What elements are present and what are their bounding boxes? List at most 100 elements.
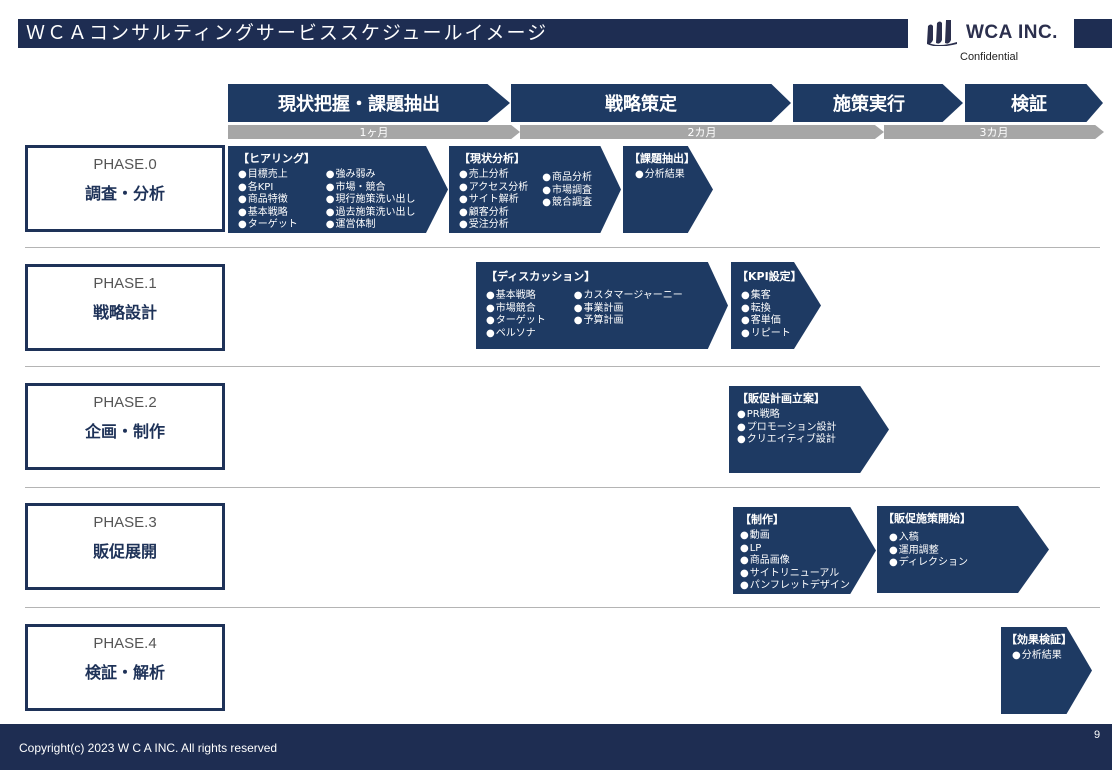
task-effect-verification: 【効果検証】 分析結果 [1001, 627, 1092, 714]
month-bar-1: 1ヶ月 [228, 125, 520, 139]
task-item: 基本戦略 [238, 207, 298, 220]
task-item: サイト解析 [459, 194, 528, 207]
task-items: 分析結果 [629, 169, 713, 182]
stage-execution: 施策実行 [793, 84, 963, 122]
task-item: 集客 [741, 290, 821, 303]
task-item: ペルソナ [486, 328, 546, 341]
task-title: 【効果検証】 [1006, 633, 1072, 646]
phase-2-box: PHASE.2 企画・制作 [25, 383, 225, 470]
task-hearing: 【ヒアリング】 目標売上各KPI商品特徴基本戦略ターゲット 強み弱み市場・競合現… [228, 146, 448, 233]
phase-4-box: PHASE.4 検証・解析 [25, 624, 225, 711]
task-item: 市場競合 [486, 303, 546, 316]
task-title: 【制作】 [740, 513, 784, 526]
task-item: ディレクション [889, 557, 1049, 570]
task-item: LP [740, 543, 876, 556]
task-kpi-setting: 【KPI設定】 集客転換客単価リピート [731, 262, 821, 349]
task-items: 動画LP商品画像サイトリニューアルパンフレットデザイン [740, 530, 876, 593]
task-item: プロモーション設計 [737, 422, 889, 435]
task-item: 商品分析 [542, 172, 592, 185]
task-item: 事業計画 [574, 303, 683, 316]
task-item: 競合調査 [542, 197, 592, 210]
task-title: 【販促施策開始】 [883, 512, 971, 525]
row-divider [25, 487, 1100, 488]
stage-label: 施策実行 [833, 94, 905, 115]
phase-name: 戦略設計 [92, 303, 157, 322]
task-item: 各KPI [238, 182, 298, 195]
task-item: 予算計画 [574, 315, 683, 328]
phase-number: PHASE.2 [93, 394, 157, 411]
row-divider [25, 607, 1100, 608]
phase-name: 調査・分析 [84, 184, 165, 203]
task-items: 分析結果 [1006, 650, 1092, 663]
phase-number: PHASE.3 [93, 514, 157, 531]
task-item: 運用調整 [889, 545, 1049, 558]
task-discussion: 【ディスカッション】 基本戦略市場競合ターゲットペルソナ カスタマージャーニー事… [476, 262, 728, 349]
phase-number: PHASE.0 [93, 156, 157, 173]
task-item: 基本戦略 [486, 290, 546, 303]
task-items: 商品分析市場調査競合調査 [542, 172, 592, 232]
stage-label: 現状把握・課題抽出 [278, 94, 440, 115]
task-promo-start: 【販促施策開始】 入稿運用調整ディレクション [877, 506, 1049, 593]
task-item: 分析結果 [635, 169, 713, 182]
phase-name: 検証・解析 [84, 663, 165, 682]
phase-number: PHASE.4 [93, 635, 157, 652]
phase-1-box: PHASE.1 戦略設計 [25, 264, 225, 351]
stage-label: 戦略策定 [605, 94, 677, 115]
task-item: 動画 [740, 530, 876, 543]
task-item: 市場調査 [542, 185, 592, 198]
task-item: 入稿 [889, 532, 1049, 545]
task-items: 集客転換客単価リピート [737, 290, 821, 340]
task-items: 強み弱み市場・競合現行施策洗い出し過去施策洗い出し運営体制 [326, 169, 416, 232]
footer: Copyright(c) 2023 W C A INC. All rights … [0, 724, 1112, 770]
task-item: クリエイティブ設計 [737, 434, 889, 447]
phase-name: 販促展開 [92, 542, 157, 561]
row-divider [25, 366, 1100, 367]
task-item: 分析結果 [1012, 650, 1092, 663]
logo-text: WCA INC. [966, 22, 1058, 43]
task-items: 入稿運用調整ディレクション [883, 532, 1049, 570]
task-item: 市場・競合 [326, 182, 416, 195]
phase-name: 企画・制作 [84, 422, 165, 441]
company-logo: WCA INC. [926, 18, 1066, 48]
task-item: 受注分析 [459, 219, 528, 232]
stage-label: 検証 [1011, 94, 1047, 115]
month-bar-3: 3カ月 [884, 125, 1104, 139]
task-title: 【現状分析】 [459, 152, 525, 165]
task-title: 【販促計画立案】 [737, 392, 825, 405]
month-label: 2カ月 [687, 126, 717, 139]
task-item: 転換 [741, 303, 821, 316]
phase-number: PHASE.1 [93, 275, 157, 292]
task-item: 客単価 [741, 315, 821, 328]
row-divider [25, 247, 1100, 248]
task-item: 運営体制 [326, 219, 416, 232]
stage-current-analysis: 現状把握・課題抽出 [228, 84, 510, 122]
header-accent-block [1074, 19, 1112, 48]
page-title: ＷＣＡコンサルティングサービススケジュールイメージ [18, 19, 908, 48]
task-promo-planning: 【販促計画立案】 PR戦略プロモーション設計クリエイティブ設計 [729, 386, 889, 473]
task-production: 【制作】 動画LP商品画像サイトリニューアルパンフレットデザイン [733, 507, 876, 594]
month-label: 1ヶ月 [359, 126, 389, 139]
confidential-label: Confidential [960, 51, 1019, 63]
wca-logo-icon [927, 20, 957, 46]
task-item: 目標売上 [238, 169, 298, 182]
task-title: 【ヒアリング】 [238, 152, 315, 165]
task-item: ターゲット [238, 219, 298, 232]
phase-0-box: PHASE.0 調査・分析 [25, 145, 225, 232]
task-item: 顧客分析 [459, 207, 528, 220]
task-item: 商品画像 [740, 555, 876, 568]
task-issue-extraction: 【課題抽出】 分析結果 [623, 146, 713, 233]
task-items: 売上分析アクセス分析サイト解析顧客分析受注分析 [459, 169, 529, 232]
task-item: 過去施策洗い出し [326, 207, 415, 220]
task-item: 商品特徴 [238, 194, 298, 207]
task-item: ターゲット [486, 315, 546, 328]
copyright-text: Copyright(c) 2023 W C A INC. All rights … [19, 741, 278, 755]
task-items: カスタマージャーニー事業計画予算計画 [574, 290, 683, 340]
task-items: 基本戦略市場競合ターゲットペルソナ [486, 290, 546, 340]
task-item: 売上分析 [459, 169, 528, 182]
task-item: リピート [741, 328, 821, 341]
phase-3-box: PHASE.3 販促展開 [25, 503, 225, 590]
task-item: カスタマージャーニー [574, 290, 682, 303]
task-item: パンフレットデザイン [740, 580, 876, 593]
page-number: 9 [1094, 729, 1101, 741]
task-items: 目標売上各KPI商品特徴基本戦略ターゲット [238, 169, 298, 232]
